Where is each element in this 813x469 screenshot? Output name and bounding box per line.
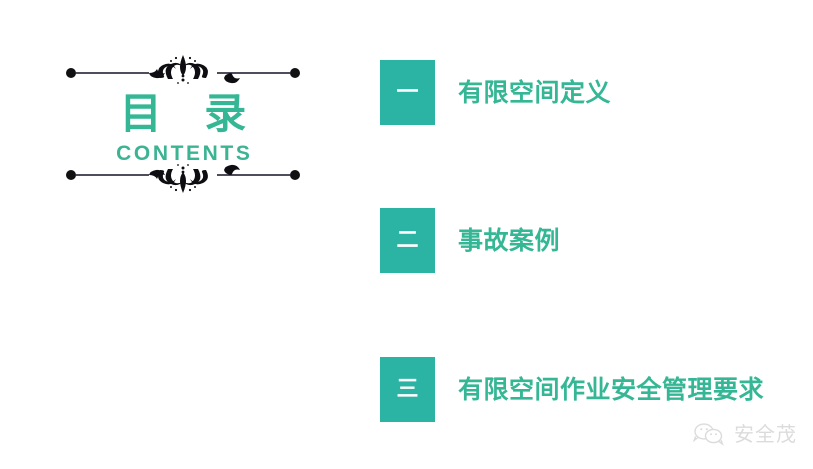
page-title: 目 录 [119, 89, 261, 138]
agenda-item-2[interactable]: 二 事故案例 [380, 208, 560, 273]
agenda-number-badge-2: 二 [380, 208, 435, 273]
page-subtitle: CONTENTS [116, 142, 253, 165]
agenda-number-label-3: 三 [396, 376, 419, 402]
agenda-number-badge-1: 一 [380, 60, 435, 125]
wechat-speech-bubble-icon [692, 423, 724, 446]
decorative-flourish-divider-top-icon [66, 55, 300, 84]
agenda-number-label-1: 一 [396, 79, 419, 105]
agenda-item-3[interactable]: 三 有限空间作业安全管理要求 [380, 357, 764, 422]
agenda-number-label-2: 二 [396, 227, 419, 253]
agenda-item-1[interactable]: 一 有限空间定义 [380, 60, 611, 125]
agenda-item-label-2: 事故案例 [458, 225, 561, 255]
watermark: 安全茂 [691, 421, 797, 447]
agenda-number-badge-3: 三 [380, 357, 435, 422]
contents-block: 目 录 CONTENTS [62, 52, 304, 193]
decorative-flourish-divider-bottom-icon [66, 164, 300, 193]
agenda-item-label-3: 有限空间作业安全管理要求 [458, 374, 765, 404]
agenda-item-label-1: 有限空间定义 [458, 77, 612, 107]
watermark-text: 安全茂 [734, 422, 797, 446]
